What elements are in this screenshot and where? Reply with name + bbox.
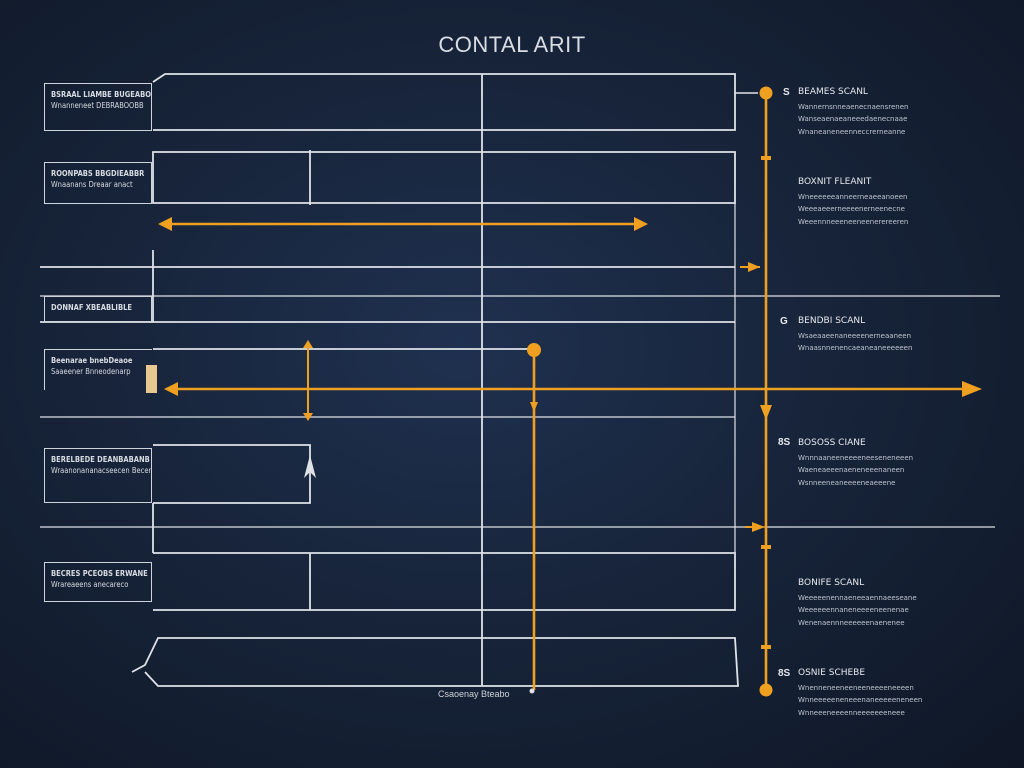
- note-2-line-1: Wneeeeeeanneerneaeeanoeen: [798, 192, 908, 201]
- note-6-line-3: Wnneeeneeeenneeeeeeeneee: [798, 708, 905, 717]
- bar-row-5: [153, 444, 311, 504]
- arrowhead-connector-2: [752, 522, 765, 532]
- note-5-line-2: Weeeeeennaneneeeeneenenae: [798, 606, 909, 614]
- note-4-line-2: Waeneaeeenaeneneeenaneen: [798, 466, 905, 474]
- note-1-line-3: Wnaneaneneenneccrerneanne: [798, 127, 906, 136]
- note-5-heading: BONIFE SCANL: [798, 578, 865, 588]
- note-1-heading: BEAMES SCANL: [798, 87, 868, 97]
- left-label-4-line-1: Beenarae bnebDeaoe: [51, 356, 133, 365]
- note-3-line-2: Wnaasnnenencaeaneaneeeeeen: [798, 344, 913, 352]
- node-middle: [527, 343, 541, 357]
- note-5-line-3: Wenenaennneeeeeenaenenee: [798, 618, 905, 627]
- white-arrow-up: [304, 455, 316, 478]
- bar-row-1: [152, 73, 736, 131]
- note-3-number: G: [780, 316, 788, 327]
- note-5-line-1: Weeeeenennaeneeaennaeeseane: [798, 593, 917, 602]
- arrowhead-left-top: [158, 217, 172, 231]
- orange-marks: [146, 86, 982, 697]
- left-label-1-line-2: Wnanneneet DEBRABOOBB: [51, 101, 144, 110]
- note-4: BOSOSS CIANE Wnnnaaneeneeeeneeseneneeen …: [798, 437, 973, 489]
- note-2-line-3: Weeennneeeneeneenerereeren: [798, 217, 909, 226]
- left-label-5-line-1: BERELBEDE DEANBABANB: [51, 455, 150, 464]
- note-2: BOXNIT FLEANIT Wneeeeeeanneerneaeeanoeen…: [798, 176, 973, 228]
- node-top: [759, 86, 773, 100]
- diagram-title: CONTAL ARIT: [438, 32, 586, 57]
- marker-small: [530, 402, 538, 412]
- arrowhead-right-long: [962, 381, 982, 397]
- tick-mark-1: [761, 156, 771, 160]
- note-3: BENDBI SCANL Wsaeaaeenaneeeenerneaaneen …: [798, 315, 973, 355]
- bar-row-7: [131, 637, 739, 687]
- note-5: BONIFE SCANL Weeeeenennaeneeaennaeeseane…: [798, 577, 973, 629]
- left-label-1: BSRAAL LIAMBE BUGEABO Wnanneneet DEBRABO…: [44, 83, 152, 131]
- note-1-line-1: Wannernsnneaenecnaensrenen: [798, 102, 909, 111]
- note-4-number: 8S: [778, 437, 791, 448]
- marker-up: [303, 340, 313, 348]
- left-label-3-line-1: DONNAF XBEABLIBLE: [51, 303, 132, 312]
- bar-row-2: [152, 151, 736, 204]
- left-label-6-line-2: Wrareaeens anecareco: [51, 580, 129, 589]
- note-3-line-1: Wsaeaaeenaneeeenerneaaneen: [798, 331, 912, 340]
- note-4-heading: BOSOSS CIANE: [798, 438, 866, 448]
- footer-label: Csaoenay Bteabo: [438, 689, 510, 699]
- left-label-6-line-1: BECRES PCEOBS ERWANE: [51, 569, 148, 578]
- left-label-5: BERELBEDE DEANBABANB Wraanonananacseecen…: [44, 448, 152, 503]
- note-6-line-2: Wnneeeeeneneeenaneeeeeneneen: [798, 696, 923, 704]
- left-label-1-line-1: BSRAAL LIAMBE BUGEABO: [51, 90, 152, 99]
- white-structure: [40, 73, 1000, 687]
- note-6-heading: OSNIE SCHEBE: [798, 668, 866, 678]
- left-label-4: Beenarae bnebDeaoe Saaeener Bnneodenarp: [44, 349, 152, 390]
- arrowhead-left-long: [164, 382, 178, 396]
- left-label-6: BECRES PCEOBS ERWANE Wrareaeens anecarec…: [44, 562, 152, 602]
- left-label-2-line-1: ROONPABS BBGDIEABBR: [51, 169, 145, 178]
- arrowhead-right-top: [634, 217, 648, 231]
- bar-row-6: [153, 552, 736, 611]
- marker-down: [303, 413, 313, 421]
- note-6: OSNIE SCHEBE Wnenneneeneeneeneeeeneeeen …: [798, 667, 973, 719]
- note-2-line-2: Weeeaeeerneeeenerneenecne: [798, 205, 905, 213]
- small-block: [146, 365, 157, 393]
- note-6-line-1: Wnenneneeneeneeneeeeneeeen: [798, 683, 914, 692]
- white-marks: [304, 455, 535, 694]
- note-4-line-1: Wnnnaaneeneeeeneeseneneeen: [798, 453, 914, 462]
- left-label-2-line-2: Wnaanans Dreaar anact: [51, 180, 133, 189]
- note-3-heading: BENDBI SCANL: [798, 316, 866, 326]
- note-1-number: S: [783, 87, 790, 98]
- note-1: BEAMES SCANL Wannernsnneaenecnaensrenen …: [798, 86, 973, 138]
- left-label-2: ROONPABS BBGDIEABBR Wnaanans Dreaar anac…: [44, 162, 152, 204]
- arrowhead-connector-1: [748, 262, 760, 272]
- tick-mark-3: [761, 645, 771, 649]
- left-label-4-line-2: Saaeener Bnneodenarp: [51, 367, 131, 376]
- left-label-3: DONNAF XBEABLIBLE: [44, 296, 152, 322]
- note-6-number: 8S: [778, 668, 791, 679]
- marker-chevron: [760, 405, 772, 420]
- left-label-5-line-2: Wraanonananacseecen Becenbo: [51, 466, 152, 475]
- footer-dot: [529, 688, 535, 694]
- node-bottom: [759, 683, 773, 697]
- note-1-line-2: Wanseaenaeaneeedaenecnaae: [798, 115, 908, 123]
- note-2-heading: BOXNIT FLEANIT: [798, 177, 872, 187]
- note-4-line-3: Wsnneeneaneeeeneaeeene: [798, 478, 896, 487]
- tick-mark-2: [761, 545, 771, 549]
